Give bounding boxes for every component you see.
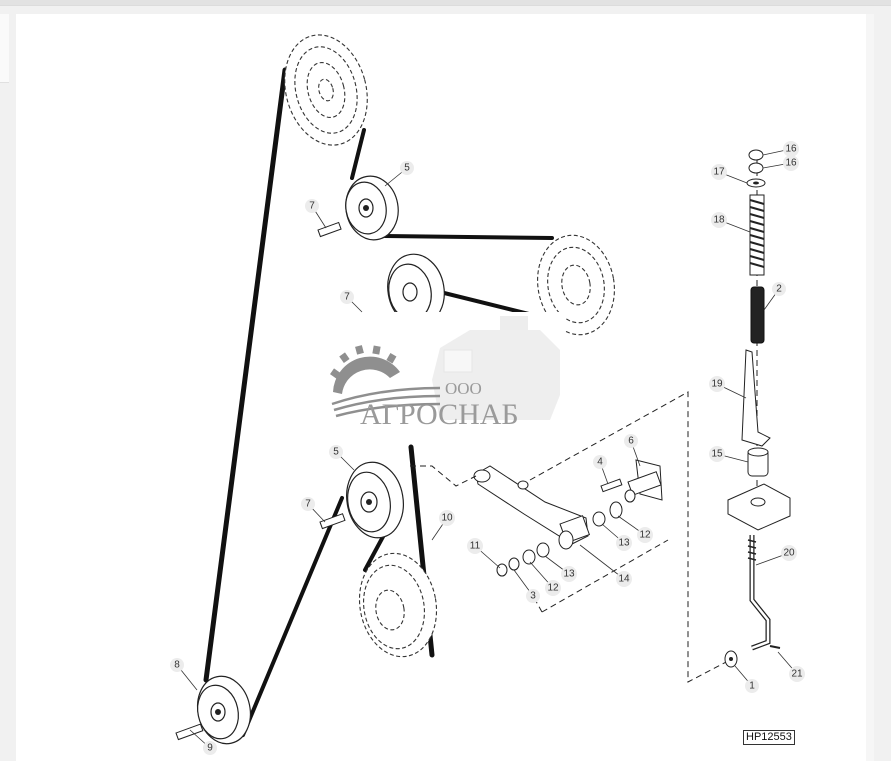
pulley-top-dashed <box>284 34 368 146</box>
pulley-right-dashed <box>537 234 615 336</box>
callouts: 1 2 3 4 5 5 6 7 7 7 8 9 10 11 12 12 13 1… <box>170 141 805 755</box>
svg-text:9: 9 <box>207 743 213 754</box>
pulley-5-lower <box>346 461 404 539</box>
pulley-5-upper <box>345 175 399 241</box>
svg-text:3: 3 <box>530 591 536 602</box>
watermark-name: АГРОСНАБ <box>360 398 519 431</box>
callout-21: 21 <box>789 666 805 682</box>
left-sidebar-stub <box>0 14 9 83</box>
callout-16b: 16 <box>783 155 799 171</box>
callout-11: 11 <box>467 538 483 554</box>
callout-17: 17 <box>711 164 727 180</box>
figure-id-label: HP12553 <box>743 730 795 745</box>
svg-text:1: 1 <box>749 681 755 692</box>
callout-4: 4 <box>593 455 607 469</box>
svg-text:8: 8 <box>174 660 180 671</box>
callout-19: 19 <box>709 376 725 392</box>
svg-text:12: 12 <box>639 530 651 541</box>
callout-15: 15 <box>709 446 725 462</box>
svg-text:16: 16 <box>785 158 797 169</box>
svg-text:7: 7 <box>305 499 311 510</box>
svg-text:16: 16 <box>785 144 797 155</box>
svg-text:7: 7 <box>309 201 315 212</box>
callout-1: 1 <box>745 679 759 693</box>
callout-14: 14 <box>616 571 632 587</box>
bolts <box>175 221 346 741</box>
svg-text:2: 2 <box>776 284 782 295</box>
callout-7c: 7 <box>301 497 315 511</box>
right-scroll-gutter <box>866 14 874 761</box>
callout-8: 8 <box>170 658 184 672</box>
watermark-prefix: ООО <box>445 379 482 398</box>
callout-9: 9 <box>203 741 217 755</box>
callout-5-lower: 5 <box>329 445 343 459</box>
pulley-lower-dashed <box>358 552 438 658</box>
svg-text:5: 5 <box>404 163 410 174</box>
svg-text:11: 11 <box>470 541 481 552</box>
idler-arm-assembly <box>473 459 663 577</box>
top-bar <box>0 0 891 6</box>
svg-text:14: 14 <box>618 574 630 585</box>
svg-text:13: 13 <box>618 538 630 549</box>
svg-text:18: 18 <box>713 215 725 226</box>
callout-2: 2 <box>772 282 786 296</box>
svg-text:20: 20 <box>783 548 795 559</box>
callout-12b: 12 <box>637 527 653 543</box>
pulley-middle-7b <box>387 253 445 327</box>
callout-12a: 12 <box>545 580 561 596</box>
svg-text:10: 10 <box>441 513 453 524</box>
callout-5-upper: 5 <box>400 161 414 175</box>
svg-text:15: 15 <box>711 449 723 460</box>
callout-7b: 7 <box>340 290 354 304</box>
svg-text:19: 19 <box>711 379 723 390</box>
svg-text:4: 4 <box>597 457 603 468</box>
svg-text:7: 7 <box>344 292 350 303</box>
callout-13b: 13 <box>616 535 632 551</box>
tension-spring-assembly <box>724 149 791 668</box>
callout-16a: 16 <box>783 141 799 157</box>
callout-6: 6 <box>624 434 638 448</box>
svg-text:5: 5 <box>333 447 339 458</box>
callout-7a: 7 <box>305 199 319 213</box>
callout-10: 10 <box>439 510 455 526</box>
svg-text:6: 6 <box>628 436 634 447</box>
pulley-8-bottom <box>197 675 251 745</box>
callout-18: 18 <box>711 212 727 228</box>
callout-13a: 13 <box>561 566 577 582</box>
callout-3: 3 <box>526 589 540 603</box>
watermark-logo: ООО АГРОСНАБ <box>325 312 565 440</box>
callout-20: 20 <box>781 545 797 561</box>
svg-text:12: 12 <box>547 583 559 594</box>
svg-text:13: 13 <box>563 569 575 580</box>
svg-text:21: 21 <box>791 669 803 680</box>
svg-text:17: 17 <box>713 167 725 178</box>
